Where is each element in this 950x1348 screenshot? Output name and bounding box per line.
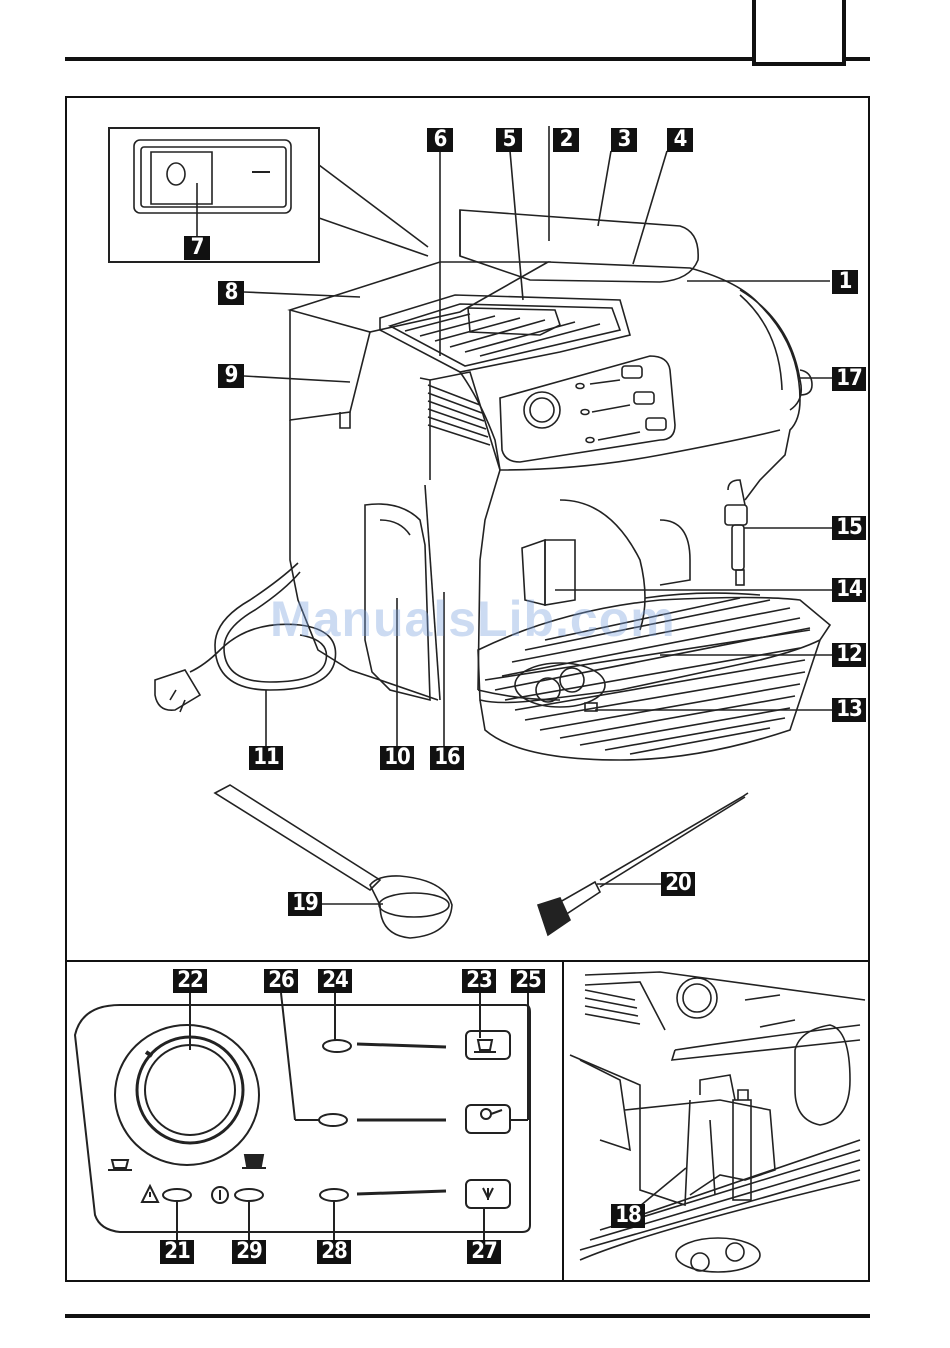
- callout-4: 4: [667, 128, 693, 152]
- callout-8: 8: [218, 281, 244, 305]
- watermark-text: ManualsLib.com: [270, 590, 676, 648]
- callout-21: 21: [160, 1240, 194, 1264]
- callout-3: 3: [611, 128, 637, 152]
- callout-10: 10: [380, 746, 414, 770]
- callout-11: 11: [249, 746, 283, 770]
- callout-23: 23: [462, 969, 496, 993]
- callout-28: 28: [317, 1240, 351, 1264]
- callout-29: 29: [232, 1240, 266, 1264]
- callout-2: 2: [553, 128, 579, 152]
- callout-17: 17: [832, 367, 866, 391]
- callout-13: 13: [832, 698, 866, 722]
- callout-6: 6: [427, 128, 453, 152]
- callout-18: 18: [611, 1204, 645, 1228]
- callout-14: 14: [832, 578, 866, 602]
- callout-16: 16: [430, 746, 464, 770]
- callout-15: 15: [832, 516, 866, 540]
- callout-5: 5: [496, 128, 522, 152]
- callout-9: 9: [218, 364, 244, 388]
- callout-22: 22: [173, 969, 207, 993]
- callout-12: 12: [832, 643, 866, 667]
- callout-25: 25: [511, 969, 545, 993]
- callout-27: 27: [467, 1240, 501, 1264]
- callout-1: 1: [832, 270, 858, 294]
- callout-24: 24: [318, 969, 352, 993]
- callout-20: 20: [661, 872, 695, 896]
- callout-19: 19: [288, 892, 322, 916]
- callout-7: 7: [184, 236, 210, 260]
- callout-26: 26: [264, 969, 298, 993]
